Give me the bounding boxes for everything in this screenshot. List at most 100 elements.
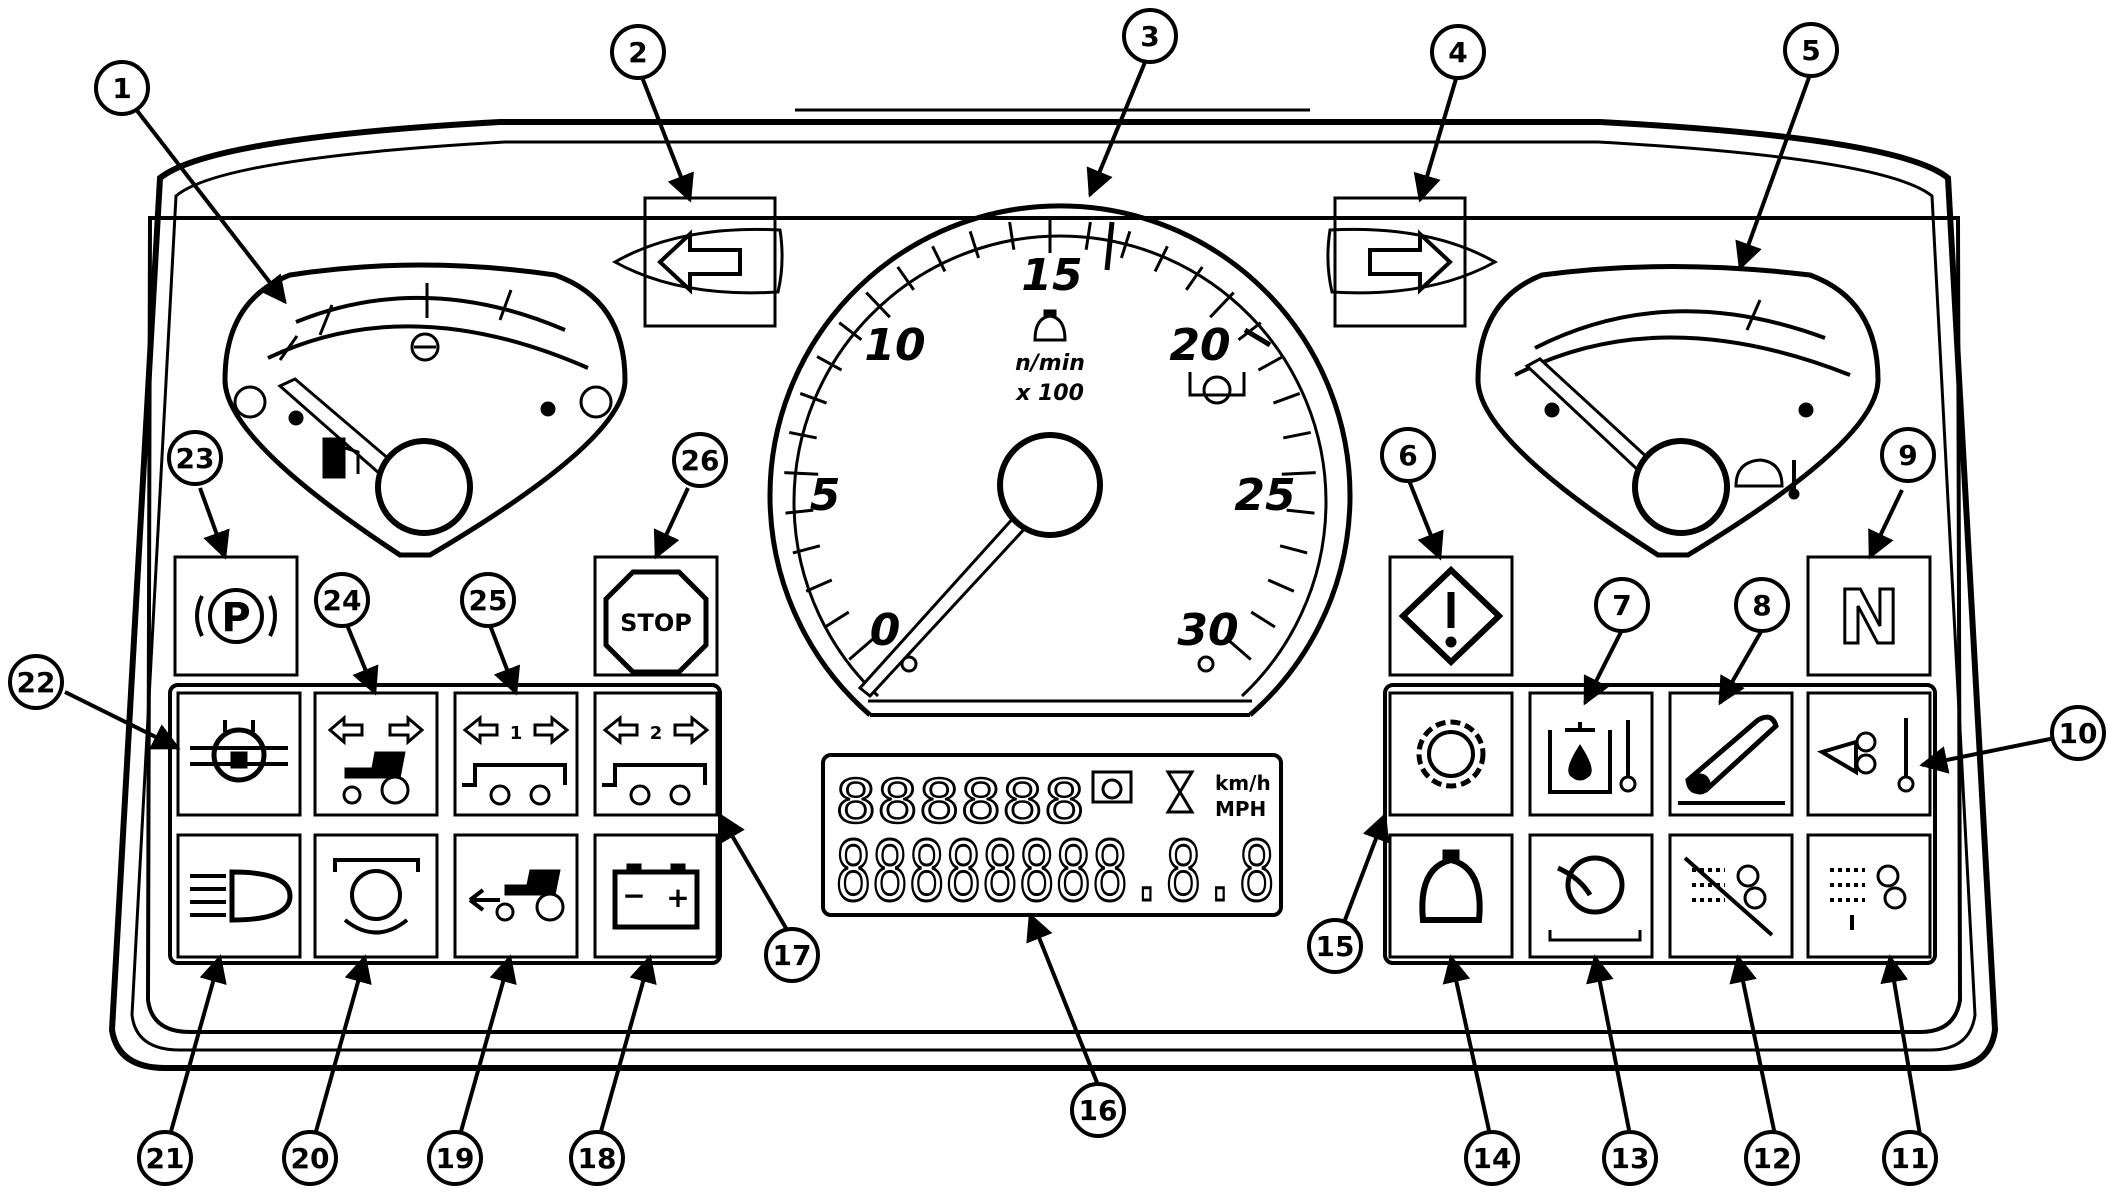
lcd-bottom-digits: 88888888.8.8: [835, 825, 1275, 920]
callout-label: 6: [1398, 439, 1417, 472]
callout-20: [282, 1130, 338, 1186]
callout-3: [1122, 8, 1178, 64]
callout-13: [1602, 1130, 1658, 1186]
engine-preheat-indicator: [1528, 833, 1654, 959]
tacho-tick: [1281, 471, 1316, 476]
tacho-tick: [824, 610, 850, 629]
engine-oil-pressure-indicator: [1388, 833, 1514, 959]
tacho-scale-0: 0: [870, 605, 901, 656]
callout-6: [1380, 427, 1436, 483]
callout-5: [1783, 22, 1839, 78]
fuel-pump-icon: [322, 437, 360, 479]
tacho-tick: [838, 321, 863, 341]
callout-label: 8: [1752, 589, 1771, 622]
tacho-unit: n/min: [1015, 351, 1085, 376]
cluster-housing: [108, 108, 1999, 1071]
coolant-temperature-icon: [1734, 458, 1800, 500]
trailer-2-number: 2: [650, 723, 663, 744]
pto-indicator: [313, 833, 439, 959]
headlight-indicator: [176, 833, 302, 959]
tacho-tick: [799, 392, 828, 405]
callout-label: 16: [1079, 1094, 1118, 1127]
trailer-2-turn-indicator: [593, 691, 719, 817]
exhaust-filter-icon: [1692, 868, 1725, 902]
air-filter-temperature-indicator: [1806, 691, 1932, 817]
engine-rpm-icon: [1033, 309, 1067, 342]
callout-label: 25: [469, 584, 508, 617]
trailer-1-turn-indicator: [453, 691, 579, 817]
callouts: [8, 8, 2106, 1186]
callout-22: [8, 654, 64, 710]
tractor-icon: [504, 869, 561, 896]
right-arrow-icon: [1368, 229, 1453, 295]
tacho-tick: [1283, 430, 1312, 440]
park-brake-letter: P: [221, 595, 250, 641]
gear-icon: [1416, 719, 1486, 789]
tacho-tick: [1257, 355, 1284, 372]
tacho-scale-5: 5: [810, 470, 841, 521]
tractor-icon: [344, 751, 406, 779]
tacho-scale-20: 20: [1169, 320, 1230, 371]
maintenance-icon: [1091, 770, 1133, 804]
right-turn-indicator: [1326, 196, 1499, 328]
particulate-filter-off-indicator: [1668, 833, 1794, 959]
callout-11: [1882, 1130, 1938, 1186]
hydraulic-oil-temperature-indicator: [1528, 691, 1654, 817]
callout-15: [1307, 918, 1363, 974]
tacho-tick: [1084, 221, 1092, 250]
exhaust-filter-icon: [1830, 868, 1865, 902]
callout-label: 2: [628, 36, 647, 69]
callout-label: 12: [1753, 1142, 1792, 1175]
tacho-tick: [1209, 291, 1235, 319]
callout-label: 1: [112, 72, 131, 105]
fuel-empty-icon: [579, 385, 613, 419]
tacho-scale-10: 10: [864, 320, 925, 371]
callout-label: 10: [2059, 717, 2098, 750]
tacho-tick-marks: [784, 219, 1316, 661]
tacho-tick: [1286, 508, 1315, 515]
tacho-tick: [1272, 392, 1301, 405]
tacho-tick: [816, 355, 843, 372]
tacho-tick: [785, 508, 814, 515]
callout-label: 3: [1140, 20, 1159, 53]
callout-4: [1430, 24, 1486, 80]
tacho-tick: [1267, 578, 1295, 593]
tacho-tick: [1224, 636, 1252, 661]
tacho-tick: [931, 245, 947, 273]
lcd-unit-mph: MPH: [1215, 797, 1266, 821]
callout-10: [2050, 705, 2106, 761]
callout-7: [1594, 577, 1650, 633]
callout-label: 21: [146, 1142, 185, 1175]
callout-23: [167, 430, 223, 486]
tacho-tick: [1279, 544, 1308, 555]
temperature-needle-hub: [1632, 438, 1730, 536]
rear-hitch-indicator: [453, 833, 579, 959]
trailer-1-number: 1: [510, 723, 523, 744]
callout-label: 7: [1612, 589, 1631, 622]
callout-label: 23: [176, 442, 215, 475]
general-warning-indicator: [1388, 555, 1514, 677]
tachometer: [767, 203, 1353, 717]
callout-18: [569, 1130, 625, 1186]
left-arrow-icon: [657, 229, 742, 295]
callout-label: 20: [291, 1142, 330, 1175]
trailer-icon: [602, 763, 707, 787]
battery-icon: [612, 869, 700, 930]
callout-16: [1070, 1082, 1126, 1138]
callout-2: [610, 24, 666, 80]
leader-lines: [64, 54, 2056, 1136]
hourglass-icon: [1165, 770, 1195, 814]
callout-label: 9: [1898, 439, 1917, 472]
park-brake-indicator: [173, 555, 299, 677]
callout-label: 13: [1611, 1142, 1650, 1175]
callout-14: [1464, 1130, 1520, 1186]
tacho-tick: [865, 291, 891, 319]
tacho-tick: [792, 544, 821, 555]
tacho-tick: [848, 636, 876, 661]
trailer-icon: [462, 763, 567, 787]
tacho-tick: [1008, 221, 1016, 250]
callout-label: 4: [1448, 36, 1467, 69]
particulate-filter-indicator: [1806, 833, 1932, 959]
callout-label: 17: [773, 939, 812, 972]
